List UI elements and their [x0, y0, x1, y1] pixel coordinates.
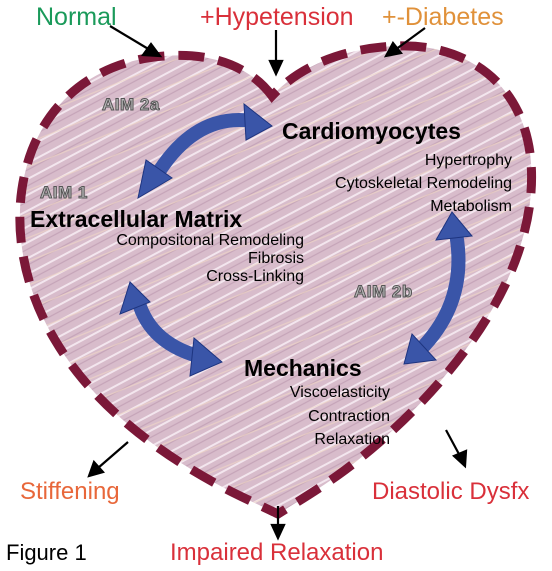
cardiomyocytes-item: Metabolism — [430, 198, 512, 215]
aim2b-arrow — [403, 211, 473, 365]
mechanics-item: Viscoelasticity — [289, 384, 390, 401]
output-arrows — [87, 429, 468, 541]
stiffening-arrow-head — [87, 459, 105, 478]
cardiomyocytes-item: Hypertrophy — [424, 152, 512, 169]
ecm-title: Extracellular Matrix — [30, 206, 243, 232]
cardiomyocytes-item: Cytoskeletal Remodeling — [335, 175, 512, 192]
normal-arrow-head — [140, 42, 163, 58]
input-arrows — [109, 25, 426, 77]
impaired-arrow-head — [270, 523, 286, 541]
aim-1-label: AIM 1 — [40, 183, 88, 203]
aim-2b-label: AIM 2b — [354, 282, 413, 302]
stiffening-arrow — [97, 441, 129, 469]
output-diastolic-label: Diastolic Dysfx — [372, 478, 530, 505]
mechanics-item: Contraction — [308, 408, 390, 425]
input-hypertension-label: +Hypetension — [200, 3, 354, 31]
diastolic-arrow — [445, 429, 461, 457]
ecm-item: Fibrosis — [247, 250, 304, 267]
input-normal-label: Normal — [36, 3, 117, 31]
ecm-item: Cross-Linking — [206, 268, 304, 285]
diabetes-arrow — [394, 27, 426, 51]
normal-arrow — [109, 25, 151, 51]
ecm-item: Compositonal Remodeling — [116, 232, 304, 249]
input-diabetes-label: +-Diabetes — [382, 3, 504, 31]
aim2a-arrow — [137, 102, 273, 200]
figure-label: Figure 1 — [6, 540, 87, 565]
output-impaired-relaxation-label: Impaired Relaxation — [170, 539, 384, 566]
output-stiffening-label: Stiffening — [20, 478, 120, 505]
mechanics-title: Mechanics — [244, 355, 362, 381]
hypertension-arrow-head — [268, 59, 284, 77]
cardiomyocytes-title: Cardiomyocytes — [282, 118, 461, 144]
diastolic-arrow-head — [451, 449, 468, 469]
diabetes-arrow-head — [383, 41, 403, 58]
mechanics-item: Relaxation — [314, 431, 390, 448]
ecm-mechanics-arrow — [119, 281, 223, 377]
aim-2a-label: AIM 2a — [102, 95, 160, 115]
